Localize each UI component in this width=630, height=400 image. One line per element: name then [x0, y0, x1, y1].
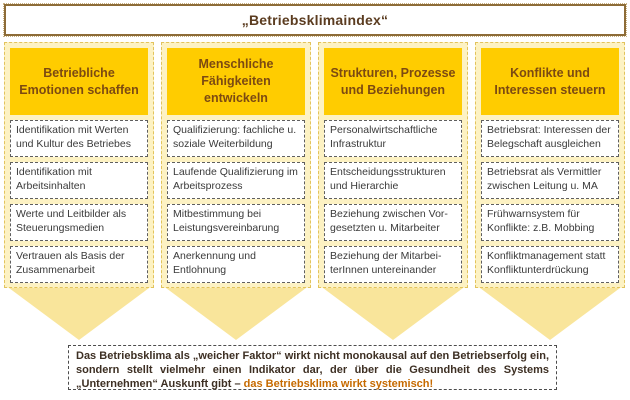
column-item: Konfliktmanagement statt Konfliktunterdr…: [481, 246, 619, 283]
column-item: Frühwarnsystem für Konflikte: z.B. Mobbi…: [481, 204, 619, 241]
column-strukturen-prozesse: Strukturen, Prozesse und Beziehungen Per…: [318, 42, 468, 288]
down-arrow-shape: [480, 288, 620, 340]
column-item: Laufende Qualifizierung im Arbeitsprozes…: [167, 162, 305, 199]
column-item: Betriebsrat: Interessen der Belegschaft …: [481, 120, 619, 157]
down-arrow-shape: [323, 288, 463, 340]
column-header: Betriebliche Emotionen schaffen: [10, 48, 148, 115]
column-item: Vertrauen als Basis der Zusammenarbeit: [10, 246, 148, 283]
column-item: Betriebsrat als Vermittler zwischen Leit…: [481, 162, 619, 199]
column-item: Anerkennung und Entlohnung: [167, 246, 305, 283]
column-menschliche-faehigkeiten: Menschliche Fähigkeiten entwickeln Quali…: [161, 42, 311, 288]
column-header-label: Konflikte und Interessen steuern: [494, 65, 606, 97]
down-arrow-shape: [9, 288, 149, 340]
column-header: Konflikte und Interessen steuern: [481, 48, 619, 115]
column-header: Menschliche Fähigkeiten entwickeln: [167, 48, 305, 115]
diagram-title: „Betriebsklimaindex“: [3, 3, 627, 37]
column-item: Beziehung zwischen Vor-gesetzten u. Mita…: [324, 204, 462, 241]
column-header-label: Betriebliche Emotionen schaffen: [19, 65, 139, 97]
column-item: Identifikation mit Arbeitsinhalten: [10, 162, 148, 199]
column-header-label: Strukturen, Prozesse und Beziehungen: [330, 65, 456, 97]
column-item: Qualifizierung: fachliche u. soziale Wei…: [167, 120, 305, 157]
column-item: Identifikation mit Werten und Kultur des…: [10, 120, 148, 157]
column-header: Strukturen, Prozesse und Beziehungen: [324, 48, 462, 115]
footer-note: Das Betriebsklima als „weicher Faktor“ w…: [68, 345, 557, 390]
column-item: Werte und Leitbilder als Steuerungsmedie…: [10, 204, 148, 241]
column-item: Beziehung der Mitarbei-terInnen unterein…: [324, 246, 462, 283]
column-konflikte-interessen: Konflikte und Interessen steuern Betrieb…: [475, 42, 625, 288]
footer-note-highlight: das Betriebsklima wirkt systemisch!: [243, 377, 434, 390]
column-item: Entscheidungsstrukturen und Hierarchie: [324, 162, 462, 199]
column-item: Personalwirtschaftliche Infrastruktur: [324, 120, 462, 157]
column-item: Mitbestimmung bei Leistungsvereinbarung: [167, 204, 305, 241]
footer-note-text: Das Betriebsklima als „weicher Faktor“ w…: [76, 350, 549, 390]
column-betriebliche-emotionen: Betriebliche Emotionen schaffen Identifi…: [4, 42, 154, 288]
diagram-title-label: „Betriebsklimaindex“: [241, 12, 389, 28]
column-header-label: Menschliche Fähigkeiten entwickeln: [198, 57, 274, 105]
down-arrow-shape: [166, 288, 306, 340]
